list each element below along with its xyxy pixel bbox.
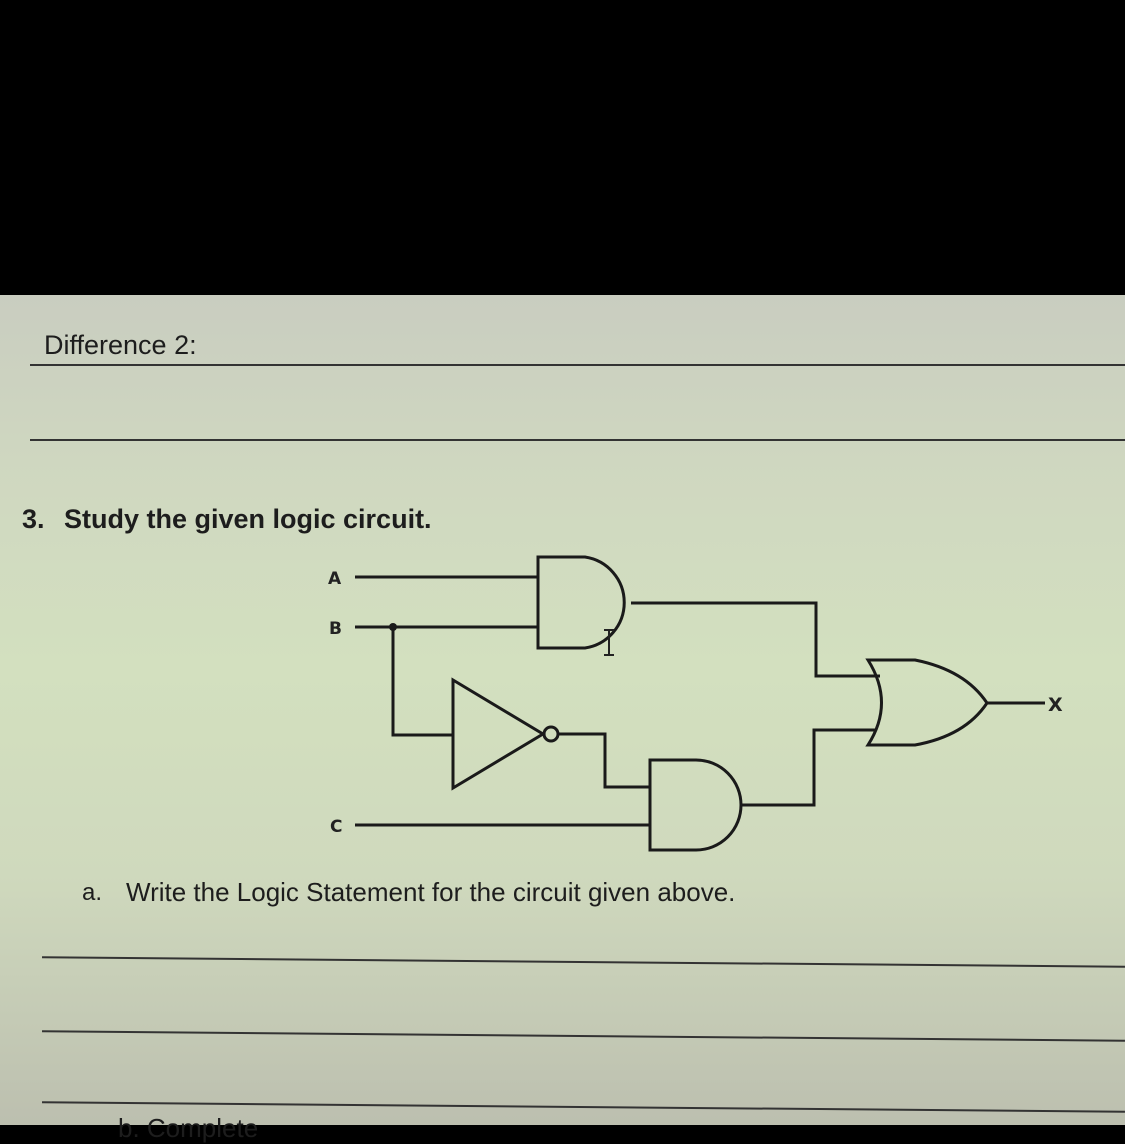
input-label-a: A — [328, 569, 342, 589]
and-gate-1 — [536, 555, 626, 650]
difference-label: Difference 2: — [44, 330, 197, 360]
question-text: Study the given logic circuit. — [64, 504, 432, 534]
wire-not-to-and2 — [558, 732, 650, 789]
not-gate — [451, 677, 546, 791]
wire-b-to-not — [391, 627, 453, 737]
part-a-letter: a. — [82, 879, 103, 906]
and-gate-2 — [648, 758, 743, 852]
wire-and2-to-or — [741, 728, 876, 807]
junction-dot — [389, 623, 397, 631]
worksheet-page — [0, 295, 1125, 1125]
wire-and1-to-or — [631, 601, 880, 678]
not-bubble — [542, 725, 560, 743]
answer-line — [30, 439, 1125, 441]
part-a-text: Write the Logic Statement for the circui… — [126, 877, 736, 907]
part-b-text: b. Complete — [118, 1113, 259, 1143]
input-label-b: B — [329, 619, 342, 639]
or-gate — [865, 658, 989, 747]
input-label-c: C — [330, 817, 342, 837]
answer-line — [30, 364, 1125, 366]
text-cursor-icon — [604, 629, 614, 656]
output-label-x: X — [1048, 694, 1063, 716]
question-number: 3. — [22, 504, 45, 534]
